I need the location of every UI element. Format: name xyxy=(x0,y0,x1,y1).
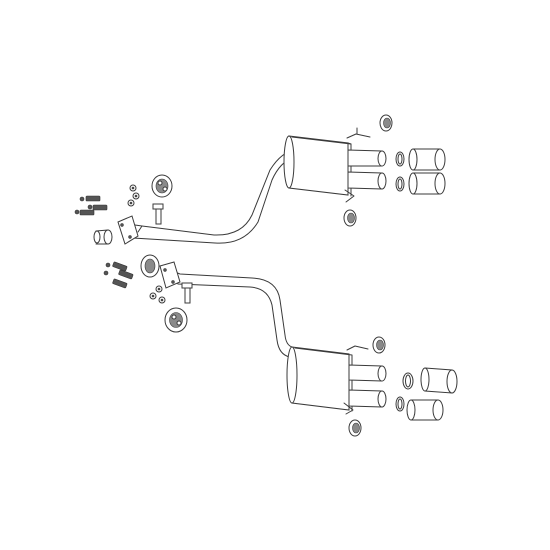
upper-exhaust-assembly xyxy=(74,114,446,245)
upper-mid-pipe xyxy=(127,149,297,244)
upper-pipe-hanger-bracket xyxy=(152,203,164,225)
upper-muffler-rubber-hanger-top xyxy=(379,114,393,132)
upper-dual-tailpipes xyxy=(347,149,387,190)
lower-exhaust-tips xyxy=(406,367,458,421)
lower-muffler-rubber-hanger-bottom xyxy=(348,419,362,437)
lower-muffler-hanger-rods xyxy=(343,345,369,415)
upper-flange xyxy=(117,215,139,245)
lower-rear-muffler xyxy=(286,346,353,412)
upper-tip-clamp-rings xyxy=(395,151,405,192)
lower-rubber-hanger xyxy=(140,254,160,278)
upper-flange-gasket xyxy=(93,229,113,245)
lower-rubber-hanger-large xyxy=(164,307,188,333)
lower-mounting-bolts xyxy=(103,261,134,289)
upper-rubber-hanger xyxy=(151,174,173,198)
upper-exhaust-tips xyxy=(408,148,446,195)
lower-dual-tailpipes xyxy=(348,364,387,408)
upper-mounting-nuts xyxy=(127,184,140,207)
lower-flange xyxy=(159,261,181,289)
upper-rear-muffler xyxy=(283,135,352,197)
lower-mounting-nuts xyxy=(149,285,166,304)
upper-muffler-rubber-hanger-bottom xyxy=(343,209,357,227)
upper-mounting-bolts xyxy=(74,195,108,216)
lower-muffler-rubber-hanger-top xyxy=(372,336,386,354)
lower-tip-clamp-rings xyxy=(395,372,414,412)
lower-exhaust-assembly xyxy=(103,254,458,437)
lower-pipe-hanger-bracket xyxy=(181,282,193,304)
upper-muffler-hanger-rods xyxy=(344,127,371,203)
